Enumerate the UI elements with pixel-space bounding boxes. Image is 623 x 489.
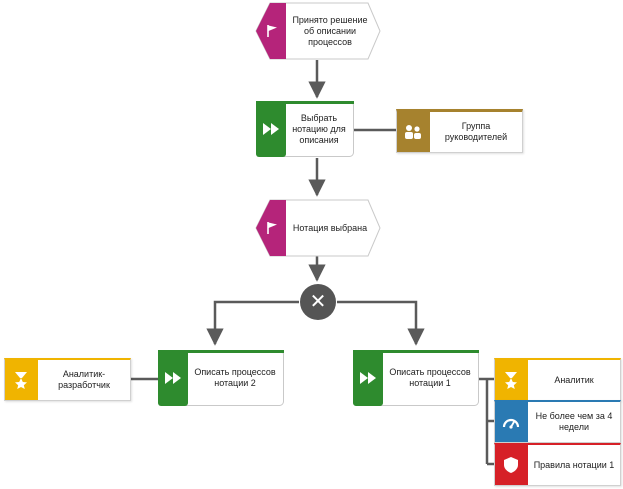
managers-group[interactable]: Группа руководителей [396,109,523,153]
role-icon [505,372,517,389]
connector-operator-to-describe2 [206,300,299,346]
role-analyst-developer[interactable]: Аналитик-разработчик [4,358,131,401]
rules-notation-1[interactable]: Правила нотации 1 [494,443,621,486]
xor-operator[interactable]: ✕ [299,283,337,321]
event-selected-label: Нотация выбрана [292,222,368,233]
connector-operator-to-describe1 [337,300,425,346]
flag-icon [267,25,277,37]
function-choose-label: Выбрать нотацию для описания [292,112,346,145]
xor-operator-symbol: ✕ [309,290,327,313]
role-analyst[interactable]: Аналитик [494,358,621,401]
kpi-duration[interactable]: Не более чем за 4 недели [494,400,621,443]
fast-forward-icon [165,372,181,384]
gauge-icon [502,418,520,429]
kpi-duration-label: Не более чем за 4 недели [535,411,613,432]
fast-forward-icon [263,123,279,135]
flag-icon [267,222,277,234]
shield-icon [504,457,518,473]
event-decision[interactable]: Принято решение об описании процессов [255,2,381,60]
role-icon [15,372,27,389]
managers-group-label: Группа руководителей [444,121,508,142]
function-describe-notation-1-label: Описать процессов нотации 1 [389,367,471,388]
function-describe-notation-2[interactable]: Описать процессов нотации 2 [158,350,284,406]
function-describe-notation-2-label: Описать процессов нотации 2 [194,367,276,388]
function-choose[interactable]: Выбрать нотацию для описания [256,101,354,157]
event-selected[interactable]: Нотация выбрана [255,199,381,257]
function-describe-notation-1[interactable]: Описать процессов нотации 1 [353,350,479,406]
rules-notation-1-label: Правила нотации 1 [533,459,615,470]
role-analyst-developer-label: Аналитик-разработчик [58,369,110,390]
group-icon [405,125,421,139]
fast-forward-icon [360,372,376,384]
event-decision-label: Принято решение об описании процессов [292,14,368,47]
role-analyst-label: Аналитик [554,374,594,385]
